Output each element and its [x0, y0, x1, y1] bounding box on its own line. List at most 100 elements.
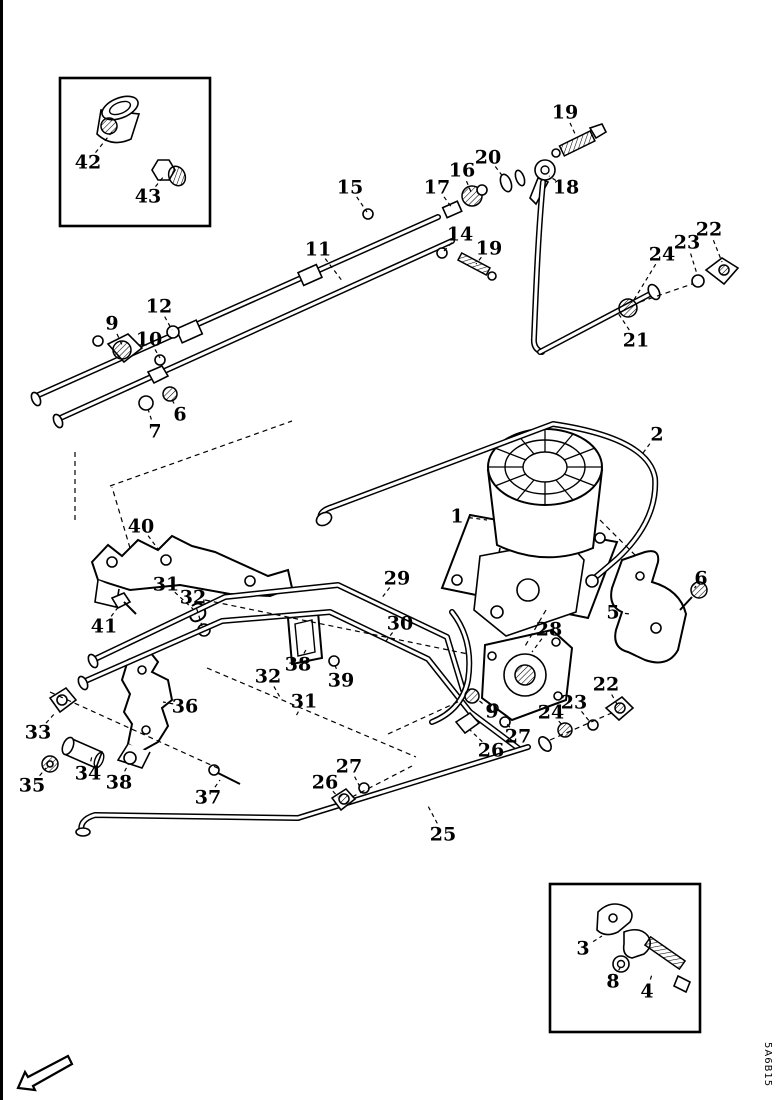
callout-4: 4 [640, 973, 654, 1003]
hose-2 [315, 421, 659, 588]
part-number-label: 11 [305, 239, 331, 261]
clip-31-left [189, 602, 207, 623]
part-number-label: 29 [384, 568, 410, 590]
callout-9: 9 [105, 313, 123, 346]
part-number-label: 41 [91, 616, 117, 638]
washer-27-bottom [358, 782, 370, 794]
part-number-label: 8 [606, 971, 619, 993]
figure-code: 5A6B15 [762, 1042, 773, 1087]
part-number-label: 40 [128, 516, 154, 538]
part-number-label: 6 [694, 568, 707, 590]
return-tube-21 [537, 257, 740, 355]
callout-30: 30 [385, 613, 413, 642]
callout-39: 39 [328, 662, 354, 692]
nut-24-lower [557, 722, 573, 738]
callout-24: 24 [538, 702, 564, 727]
part-number-label: 20 [475, 147, 501, 169]
callout-33: 33 [25, 711, 57, 744]
bolt-41 [110, 592, 137, 615]
callout-37: 37 [195, 779, 221, 809]
part-number-label: 21 [623, 330, 649, 352]
part-number-label: 31 [291, 691, 317, 713]
part-number-label: 7 [148, 421, 161, 443]
callout-32: 32 [255, 666, 282, 700]
callout-22: 22 [593, 674, 619, 707]
elbow-22 [704, 257, 740, 286]
part-number-label: 9 [105, 313, 118, 335]
callout-40: 40 [128, 516, 159, 550]
washer-39 [328, 655, 340, 667]
callout-35: 35 [19, 767, 47, 797]
part-number-label: 42 [75, 152, 101, 174]
part-number-label: 17 [424, 177, 450, 199]
callout-19: 19 [552, 102, 578, 137]
pump-assembly-28 [454, 628, 635, 752]
washer-10 [154, 354, 166, 366]
callout-24: 24 [631, 244, 675, 304]
callout-12: 12 [146, 296, 173, 331]
part-number-label: 31 [153, 574, 179, 596]
part-number-label: 19 [476, 238, 502, 260]
callout-1: 1 [450, 506, 488, 528]
callout-26: 26 [312, 772, 339, 798]
callout-27: 27 [505, 723, 531, 748]
part-number-label: 24 [538, 702, 564, 724]
fitting-16 [461, 184, 488, 207]
part-number-label: 5 [606, 602, 619, 624]
clip-13 [146, 364, 170, 385]
part-number-label: 33 [25, 722, 51, 744]
callout-6: 6 [694, 568, 708, 590]
callout-27: 27 [336, 756, 362, 788]
part-number-label: 38 [285, 654, 311, 676]
part-number-label: 26 [312, 772, 338, 794]
tube-assembly-11 [30, 214, 455, 429]
part-number-label: 43 [135, 186, 161, 208]
callout-18: 18 [548, 175, 579, 199]
callout-43: 43 [135, 175, 165, 208]
bolt-6-right [679, 581, 708, 611]
fuel-filter-assembly-1 [440, 428, 619, 637]
callout-20: 20 [475, 147, 505, 179]
bracket-5 [610, 550, 708, 664]
part-number-label: 14 [447, 224, 473, 246]
callout-17: 17 [424, 177, 453, 209]
part-number-label: 15 [337, 177, 363, 199]
filter-top-radial-hatch [488, 429, 602, 505]
callout-31: 31 [153, 574, 194, 610]
callout-42: 42 [75, 131, 113, 174]
callout-10: 10 [136, 329, 162, 359]
bolt-37 [208, 764, 241, 785]
part-number-label: 32 [255, 666, 281, 688]
part-4-bolt [643, 935, 692, 994]
fitting-9-elbow [92, 333, 144, 364]
callout-2: 2 [642, 424, 664, 454]
callout-31: 31 [291, 691, 317, 719]
part-number-label: 19 [552, 102, 578, 124]
washer-23-lower [587, 719, 599, 731]
callout-32: 32 [180, 587, 206, 627]
nut-24 [618, 298, 638, 318]
callout-7: 7 [147, 408, 162, 443]
part-number-label: 35 [19, 775, 45, 797]
callout-5: 5 [606, 602, 631, 624]
part-number-label: 16 [449, 160, 475, 182]
callout-23: 23 [561, 692, 591, 723]
callout-14: 14 [443, 224, 473, 252]
part-number-label: 37 [195, 787, 221, 809]
part-number-label: 1 [450, 506, 463, 528]
part-number-label: 6 [173, 404, 186, 426]
callout-19: 19 [475, 238, 502, 265]
part-number-label: 26 [478, 740, 504, 762]
construction-lines [49, 420, 639, 771]
part-number-label: 23 [674, 232, 700, 254]
part-number-label: 3 [576, 938, 589, 960]
callout-36: 36 [162, 696, 198, 718]
washer-7 [138, 395, 154, 411]
callout-29: 29 [380, 568, 410, 600]
inset-box-top-left [58, 76, 212, 228]
part-number-label: 28 [536, 619, 562, 641]
washer-38-left [123, 751, 137, 765]
part-number-label: 2 [650, 424, 663, 446]
